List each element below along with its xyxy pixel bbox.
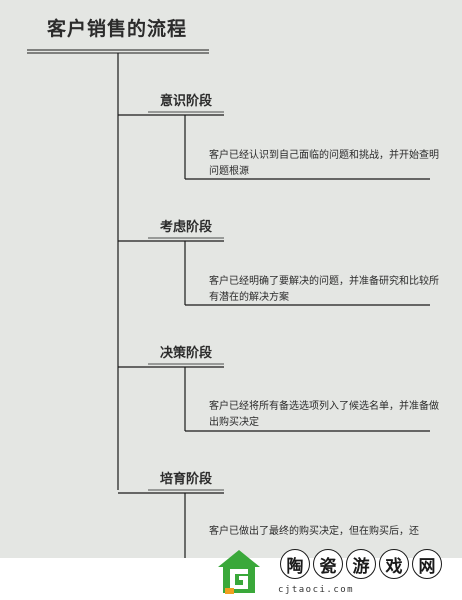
watermark-logo-icon	[218, 550, 260, 594]
stage-label-awareness: 意识阶段	[160, 94, 213, 109]
watermark-char: 瓷	[313, 549, 343, 579]
stage-label-nurture: 培育阶段	[160, 472, 213, 487]
watermark-char: 戏	[379, 549, 409, 579]
watermark-char: 陶	[280, 549, 310, 579]
diagram-title: 客户销售的流程	[47, 18, 188, 40]
stage-description-nurture: 客户已做出了最终的购买决定，但在购买后，还	[209, 526, 419, 537]
stage-label-decision: 决策阶段	[160, 346, 213, 361]
watermark-char: 网	[412, 549, 442, 579]
watermark-url: cjtaoci.com	[278, 585, 355, 595]
stage-label-consideration: 考虑阶段	[160, 220, 213, 235]
stage-description-awareness: 客户已经认识到自己面临的问题和挑战，并开始查明问题根源	[209, 150, 439, 177]
stage-description-consideration: 客户已经明确了要解决的问题，并准备研究和比较所有潜在的解决方案	[209, 276, 439, 303]
stage-description-decision: 客户已经将所有备选选项列入了候选名单，并准备做出购买决定	[209, 401, 439, 428]
watermark-char: 游	[346, 549, 376, 579]
